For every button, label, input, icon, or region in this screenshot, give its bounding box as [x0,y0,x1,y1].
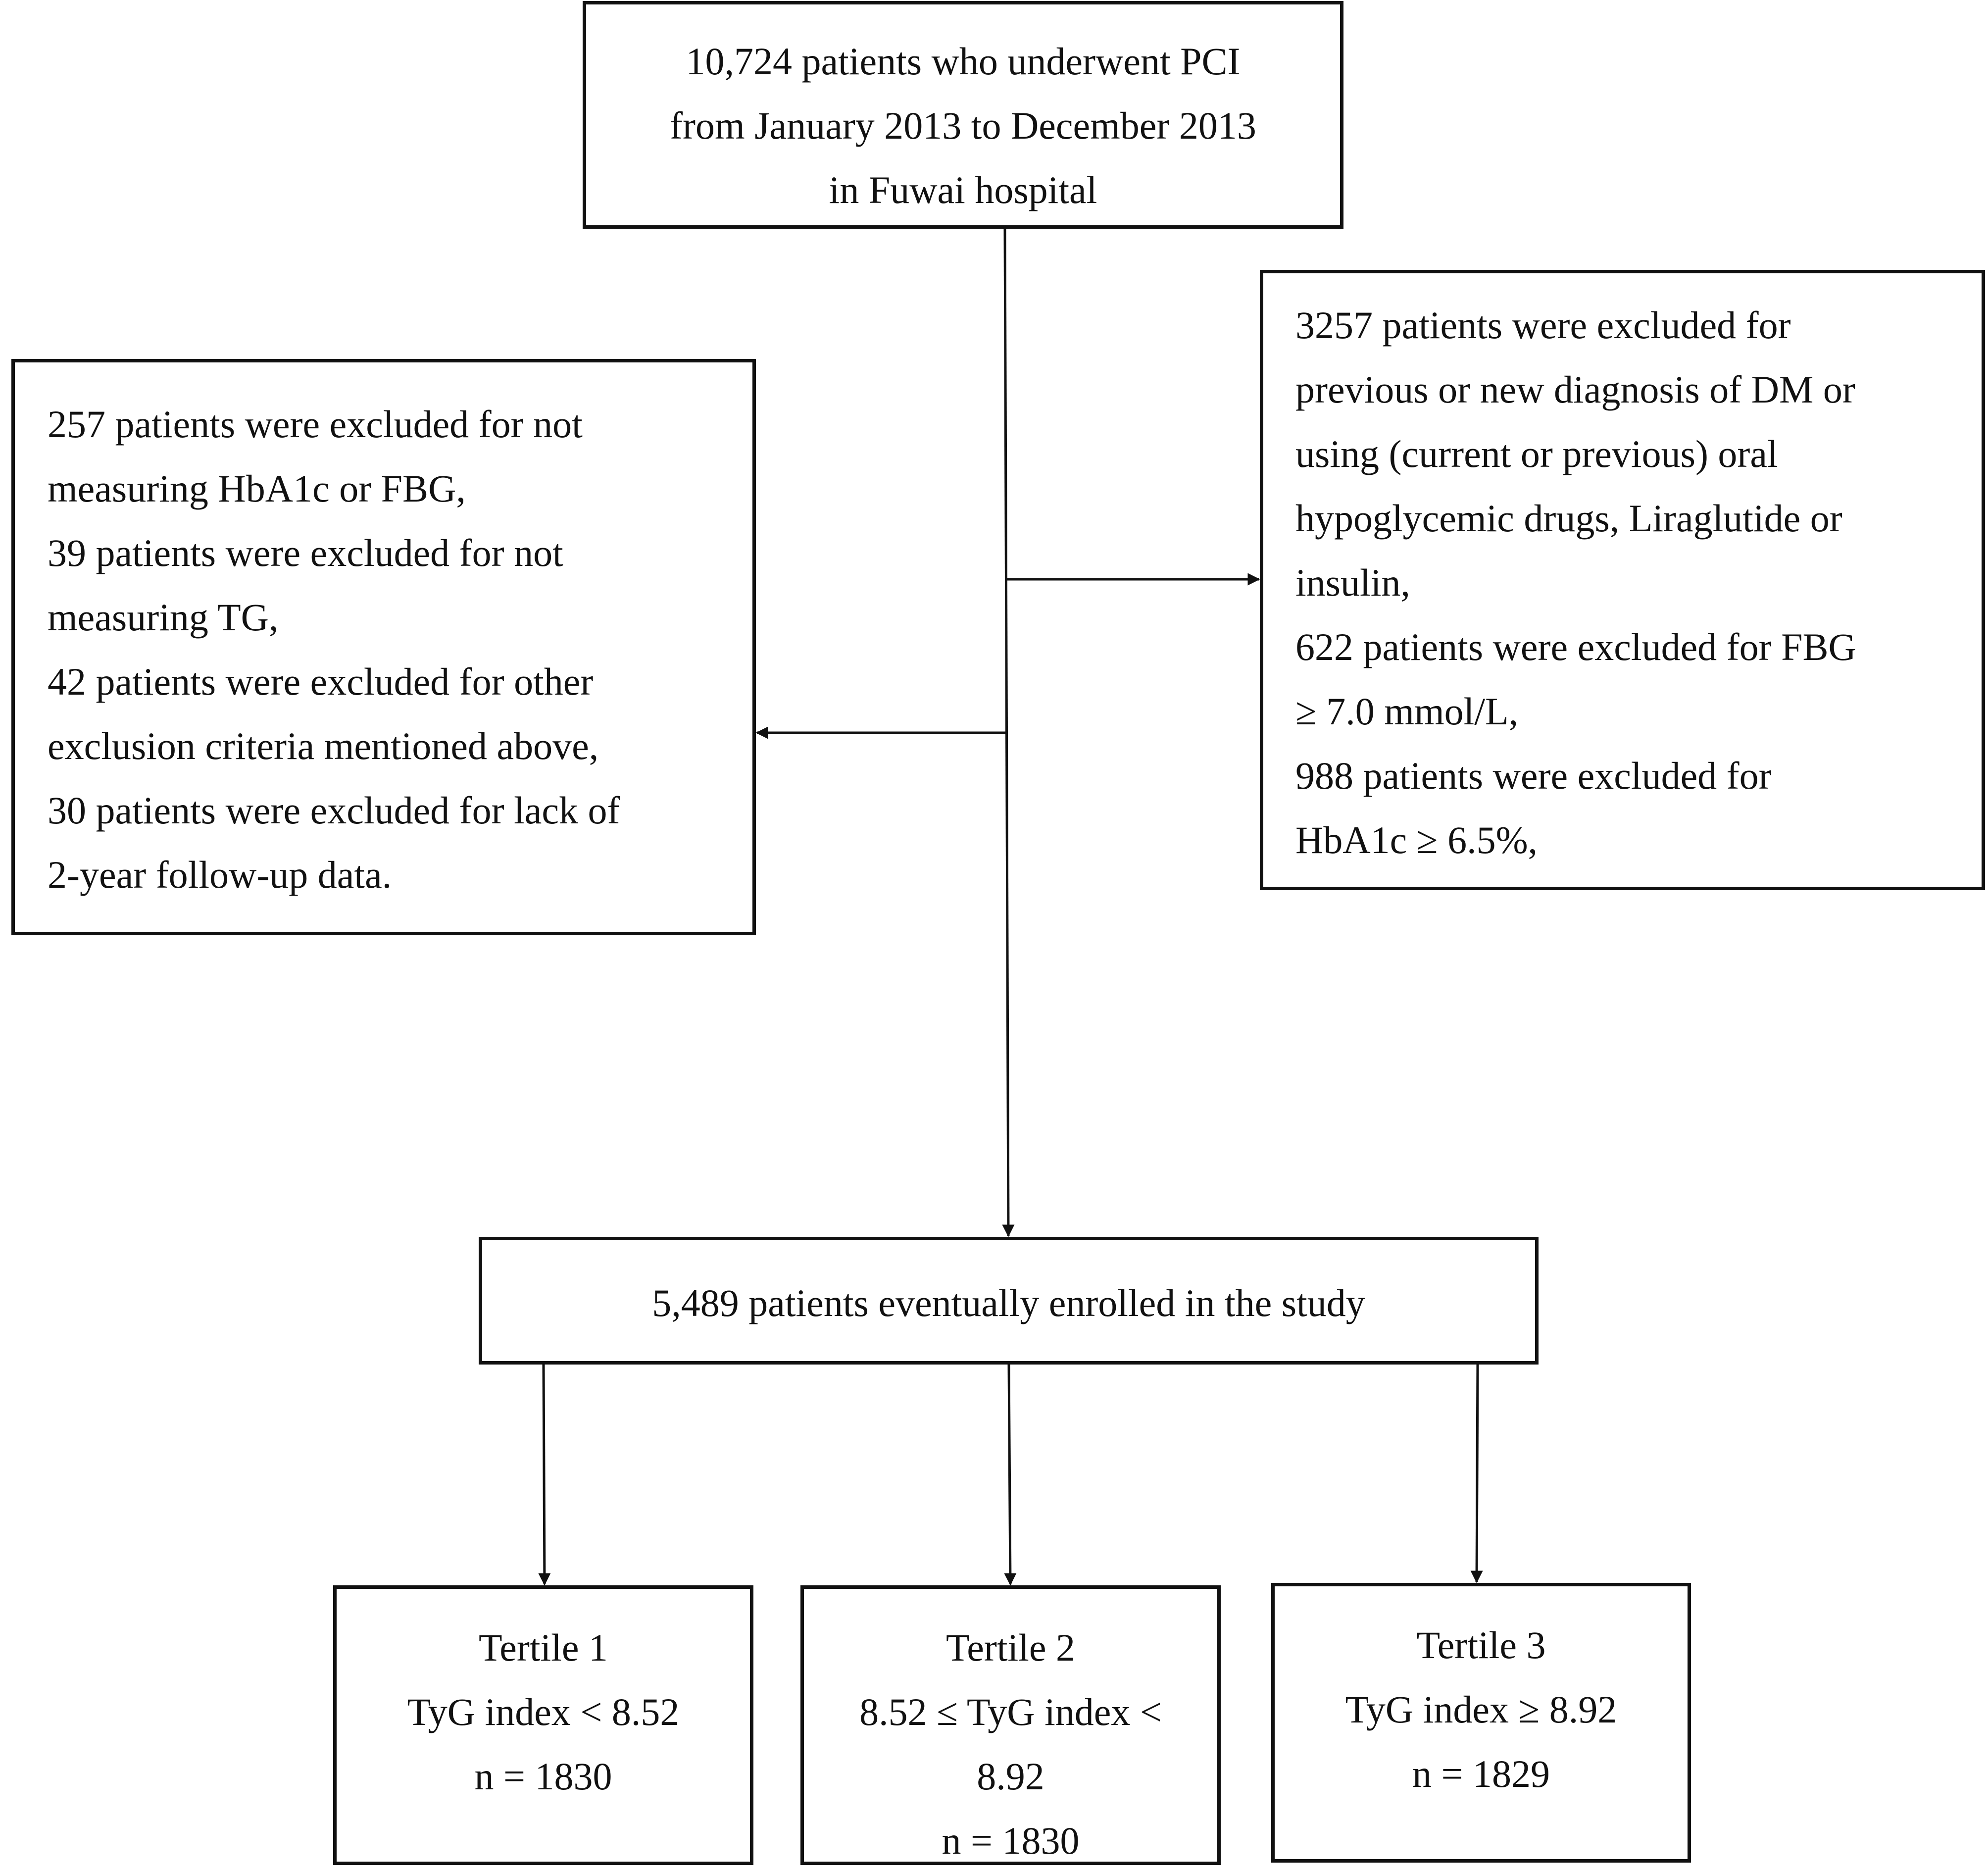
exclusion-right-line: insulin, [1295,561,1410,604]
exclusion-left-line: 257 patients were excluded for not [48,403,583,446]
tertile-3-line: TyG index ≥ 8.92 [1345,1688,1617,1731]
exclusion-box-left: 257 patients were excluded for not measu… [11,359,756,935]
exclusion-right-line: HbA1c ≥ 6.5%, [1295,818,1538,861]
exclusion-box-right: 3257 patients were excluded for previous… [1260,270,1985,890]
exclusion-right-line: 3257 patients were excluded for [1295,304,1791,347]
exclusion-left-line: 39 patients were excluded for not [48,531,563,574]
exclusion-right-line: using (current or previous) oral [1295,432,1778,475]
start-line: from January 2013 to December 2013 [670,104,1256,147]
tertile-2-line: 8.52 ≤ TyG index < [859,1690,1162,1733]
exclusion-right-line: previous or new diagnosis of DM or [1295,368,1855,411]
tertile-1-line: TyG index < 8.52 [407,1690,680,1733]
exclusion-left-line: measuring HbA1c or FBG, [48,467,466,510]
start-line: in Fuwai hospital [829,168,1097,211]
enrolled-line: 5,489 patients eventually enrolled in th… [652,1281,1365,1324]
arrow-to-tertile-2 [1004,1364,1017,1586]
exclusion-left-line: 30 patients were excluded for lack of [48,789,620,832]
tertile-1-line: Tertile 1 [479,1626,608,1669]
exclusion-left-line: measuring TG, [48,596,279,639]
tertile-1-box: Tertile 1 TyG index < 8.52 n = 1830 [333,1585,753,1865]
tertile-3-line: Tertile 3 [1416,1623,1546,1667]
exclusion-left-line: 42 patients were excluded for other [48,660,594,703]
start-line: 10,724 patients who underwent PCI [686,40,1241,83]
tertile-1-line: n = 1830 [474,1755,612,1798]
tertile-2-box: Tertile 2 8.52 ≤ TyG index < 8.92 n = 18… [800,1585,1221,1865]
arrow-to-tertile-1 [538,1364,551,1586]
tertile-3-box: Tertile 3 TyG index ≥ 8.92 n = 1829 [1271,1583,1691,1863]
exclusion-left-line: exclusion criteria mentioned above, [48,724,599,767]
start-population-box: 10,724 patients who underwent PCI from J… [583,1,1343,229]
tertile-3-line: n = 1829 [1412,1752,1550,1795]
arrow-to-tertile-3 [1470,1364,1483,1583]
exclusion-right-line: hypoglycemic drugs, Liraglutide or [1295,497,1842,540]
exclusion-right-line: ≥ 7.0 mmol/L, [1295,690,1519,733]
tertile-2-line: Tertile 2 [946,1626,1075,1669]
tertile-2-line: n = 1830 [942,1819,1080,1862]
exclusion-right-line: 622 patients were excluded for FBG [1295,625,1856,668]
enrolled-box: 5,489 patients eventually enrolled in th… [479,1237,1539,1365]
exclusion-right-line: 988 patients were excluded for [1295,754,1772,797]
exclusion-left-line: 2-year follow-up data. [48,853,392,896]
tertile-2-line: 8.92 [977,1755,1044,1798]
